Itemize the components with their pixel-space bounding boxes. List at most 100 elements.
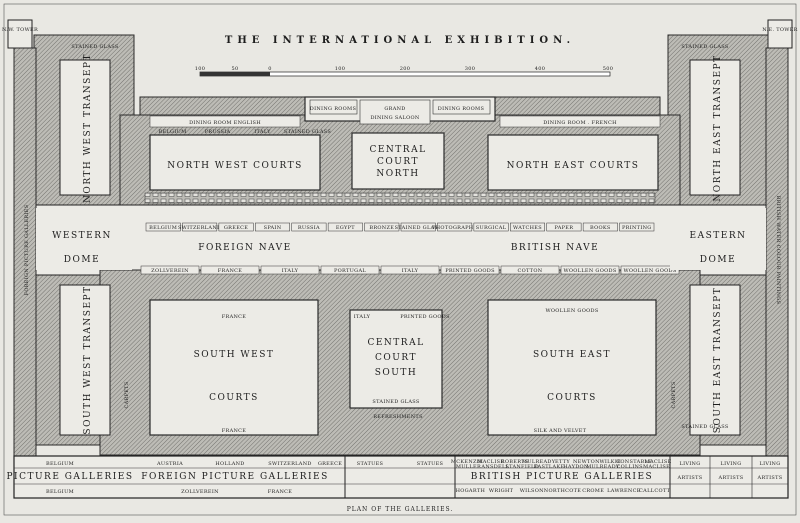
stained-glass-2-label: STAINED GLASS xyxy=(681,424,729,430)
nave-north-stall-label: PRINTING xyxy=(622,225,652,231)
nave-north-stall-label: RUSSIA xyxy=(298,225,320,231)
living-3-label: LIVING xyxy=(759,461,780,467)
nave-north-stall-label: STAINED GLASS xyxy=(395,225,443,231)
artist-name-top: MCKENZIE xyxy=(451,459,483,465)
north-strip-label: STAINED GLASS xyxy=(284,129,332,135)
nave-north-stall-label: SPAIN xyxy=(264,225,282,231)
nave-north-stall-label-box xyxy=(619,222,655,232)
central-south-label-3: SOUTH xyxy=(375,368,417,378)
east-side-gallery-label: BRITISH WATER COLOUR PAINTINGS xyxy=(775,196,781,305)
artists-1-label: ARTISTS xyxy=(677,475,703,481)
nave-south-stall-label: WOOLLEN GOODS xyxy=(563,268,616,274)
artist-name-mid: MACLISE xyxy=(643,464,670,470)
nave-south-stall-label: PRINTED GOODS xyxy=(445,268,495,274)
central-north-label-1: CENTRAL xyxy=(369,145,426,155)
nave-north-stall-label-box xyxy=(145,222,181,232)
nw-tower-label: N.W. TOWER xyxy=(2,27,38,33)
artist-name-mid: MULLER xyxy=(456,464,481,470)
nave-south-stall-label-box xyxy=(140,265,200,275)
nave-north-stall-label-box xyxy=(510,222,545,232)
central-north-label-2: COURT xyxy=(377,157,419,167)
statues-right-label: STATUES xyxy=(417,461,444,467)
artist-name-bottom: NORTHCOTE xyxy=(544,488,582,494)
map-title: THE INTERNATIONAL EXHIBITION. xyxy=(225,35,575,46)
north-stall-row xyxy=(144,192,656,204)
grand-saloon-label-1: GRAND xyxy=(384,106,405,112)
map-caption: PLAN OF THE GALLERIES. xyxy=(347,506,454,513)
nave-south-stall-label-box xyxy=(320,265,380,275)
nave-north-stall-label: SWITZERLAND xyxy=(178,225,221,231)
dining-rooms-right-label: DINING ROOMS xyxy=(438,106,485,112)
eastern-dome-label-1: EASTERN xyxy=(690,231,747,241)
nave-north-stall-label-box xyxy=(582,222,618,232)
south-west-transept-label: SOUTH WEST TRANSEPT xyxy=(83,285,93,434)
living-1-label: LIVING xyxy=(679,461,700,467)
artist-name-bottom: CROME xyxy=(582,488,604,494)
west-side-gallery-label: FOREIGN PICTURE GALLERIES xyxy=(24,204,30,295)
austria-label: AUSTRIA xyxy=(156,461,183,467)
foreign-picture-galleries-label: FOREIGN PICTURE GALLERIES xyxy=(141,472,329,482)
france-label: FRANCE xyxy=(268,489,293,495)
artist-name-mid: ANSDELL xyxy=(480,464,509,470)
nave-south-stall-label-box xyxy=(440,265,500,275)
western-dome-label-2: DOME xyxy=(64,255,100,265)
central-south-label-1: CENTRAL xyxy=(367,338,424,348)
nave-south-stall-label: COTTON xyxy=(518,268,543,274)
south-west-courts-area xyxy=(149,299,319,436)
nave-north-stall-label-box xyxy=(400,222,436,232)
nave-north-stall-label-box xyxy=(364,222,400,232)
artists-3-label: ARTISTS xyxy=(757,475,783,481)
british-nave-label: BRITISH NAVE xyxy=(511,243,599,253)
nave-north-stall-label-box xyxy=(218,222,254,232)
nave-north-stall-label: PAPER xyxy=(555,225,574,231)
statues-left-label: STATUES xyxy=(357,461,384,467)
nave-south-stall-label-box xyxy=(500,265,560,275)
artist-name-mid: MULREADY xyxy=(586,464,620,470)
nw-tower: N.W. TOWER xyxy=(2,19,38,49)
artist-name-top: CONSTABLE xyxy=(616,459,652,465)
belgium-top-label: BELGIUM xyxy=(46,461,74,467)
central-court-south-area xyxy=(349,309,443,409)
western-dome-label-1: WESTERN xyxy=(52,231,112,241)
nave-north-stall-label-box xyxy=(473,222,509,232)
scale-tick-label: 50 xyxy=(232,66,239,72)
artist-name-bottom: LAWRENCE xyxy=(607,488,641,494)
france-top-label: FRANCE xyxy=(222,314,247,320)
nave-north-stall-label: BELGIUM xyxy=(149,225,177,231)
picture-galleries-label: PICTURE GALLERIES xyxy=(6,472,133,482)
grand-saloon-label-2: DINING SALOON xyxy=(370,115,419,121)
scale-tick-label: 500 xyxy=(603,66,613,72)
artist-name-bottom: CALLCOTT xyxy=(639,488,671,494)
zollverein-label: ZOLLVEREIN xyxy=(181,489,219,495)
refreshments-label: REFRESHMENTS xyxy=(373,414,423,420)
holland-label: HOLLAND xyxy=(215,461,244,467)
south-east-courts-label-1: SOUTH EAST xyxy=(533,350,611,360)
north-east-transept-label: NORTH EAST TRANSEPT xyxy=(713,54,723,201)
belgium-bottom-label: BELGIUM xyxy=(46,489,74,495)
nave-south-stall-label-box xyxy=(560,265,620,275)
italy-label: ITALY xyxy=(354,314,371,320)
central-south-label-2: COURT xyxy=(375,353,417,363)
greece-label: GREECE xyxy=(318,461,342,467)
artist-name-mid: COLLINS xyxy=(616,464,643,470)
nave-south-stall-label: ITALY xyxy=(402,268,419,274)
scale-tick-label: 0 xyxy=(268,66,271,72)
artist-name-bottom: WILSON xyxy=(520,488,544,494)
silk-velvet-label: SILK AND VELVET xyxy=(534,428,587,434)
scale-tick-label: 100 xyxy=(195,66,205,72)
dining-rooms-left-label: DINING ROOMS xyxy=(310,106,357,112)
nave-north-stall-label-box xyxy=(437,222,473,232)
scale-tick-label: 400 xyxy=(535,66,545,72)
stained-glass-south-label: STAINED GLASS xyxy=(372,399,420,405)
dining-block: DINING ROOMS GRAND DINING SALOON DINING … xyxy=(71,44,729,128)
carpets-right-label: CARPETS xyxy=(671,381,677,408)
nave-north-stall-label: GREECE xyxy=(224,225,248,231)
nave-south-stall-label-box xyxy=(200,265,260,275)
south-east-transept-label: SOUTH EAST TRANSEPT xyxy=(713,287,723,433)
british-picture-galleries-label: BRITISH PICTURE GALLERIES xyxy=(471,472,653,482)
scale-tick-label: 100 xyxy=(335,66,345,72)
scale-tick-label: 300 xyxy=(465,66,475,72)
